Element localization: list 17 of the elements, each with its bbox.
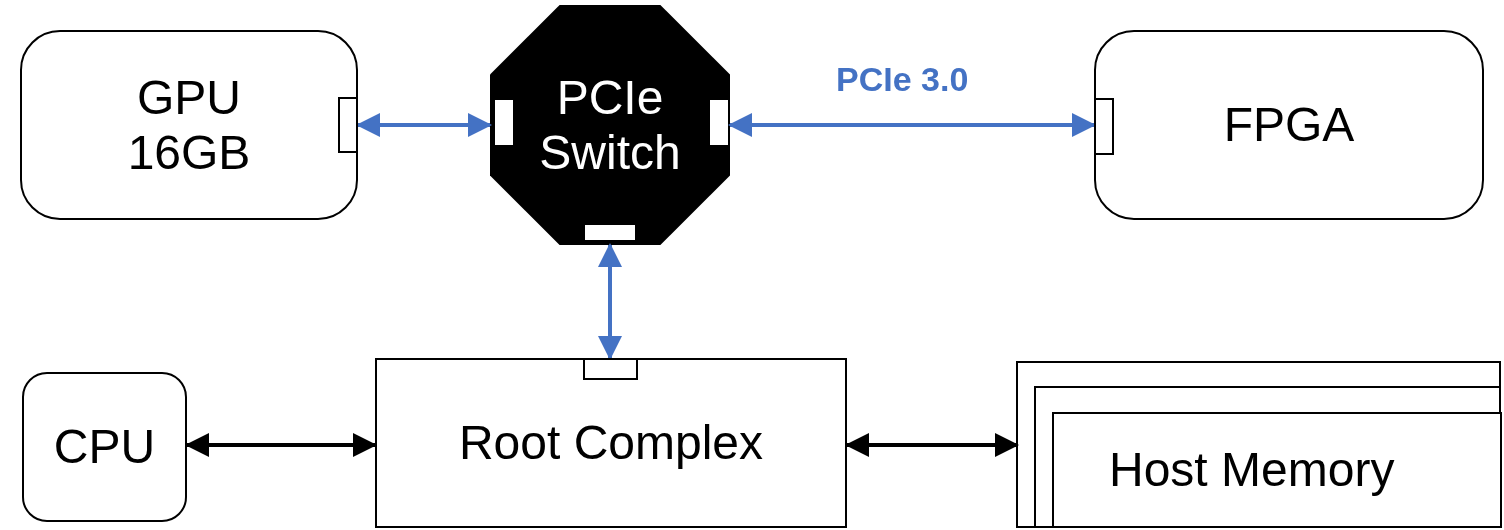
node-label: FPGA: [1223, 97, 1355, 153]
component-box: [375, 358, 847, 528]
double-arrow: [356, 113, 492, 137]
node-label: PCIe Switch: [538, 69, 682, 181]
switch-octagon: [490, 5, 730, 245]
memory-page: [1052, 412, 1502, 528]
component-box: [22, 372, 187, 522]
node-label: GPU 16GB: [126, 69, 252, 181]
node-label: Root Complex: [458, 415, 764, 471]
double-arrow: [598, 243, 622, 360]
node-label: Host Memory: [1109, 442, 1395, 498]
component-box: [1094, 30, 1484, 220]
node-label: CPU: [53, 419, 156, 475]
double-arrow: [728, 113, 1096, 137]
double-arrow: [185, 433, 377, 457]
component-box: [20, 30, 358, 220]
double-arrow: [845, 433, 1019, 457]
